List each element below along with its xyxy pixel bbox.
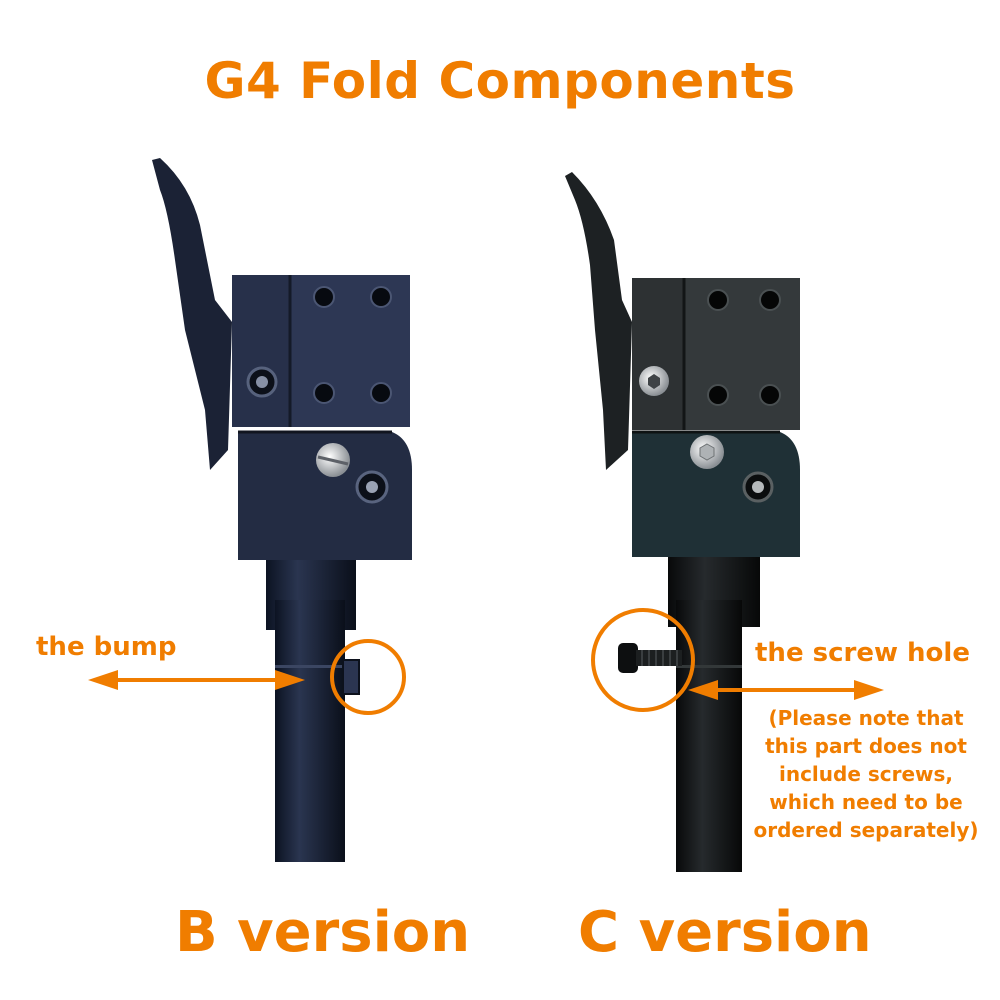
b-lever [152,158,232,470]
page-title: G4 Fold Components [204,52,796,110]
note-line: this part does not [765,734,967,758]
b-upper-face [290,275,410,427]
b-version-part [88,158,412,862]
b-bump [342,659,360,695]
note-line: ordered separately) [753,818,979,842]
screw-hole-callout-label: the screw hole [755,638,970,668]
note-line: which need to be [769,790,963,814]
note-line: include screws, [778,762,954,786]
bump-callout-label: the bump [36,632,177,662]
c-upper-holes [707,289,781,406]
c-screw [618,643,682,673]
c-tube [676,600,742,872]
note-line: (Please note that [768,706,964,730]
c-lower-block [632,432,800,557]
b-tube [275,600,345,862]
c-upper-face [684,278,800,430]
b-upper-holes [313,286,392,404]
c-screw-hole-highlight-circle [591,608,695,712]
b-lower-block [238,432,412,560]
c-lever [565,172,632,470]
b-bump-highlight-circle [330,639,406,715]
c-version-label: C version [578,900,872,965]
b-version-label: B version [175,900,471,965]
screws-note: (Please note that this part does not inc… [748,704,984,844]
b-bump-arrow [88,670,305,690]
c-version-part [565,172,884,872]
c-screw-hole-arrow [688,680,884,700]
